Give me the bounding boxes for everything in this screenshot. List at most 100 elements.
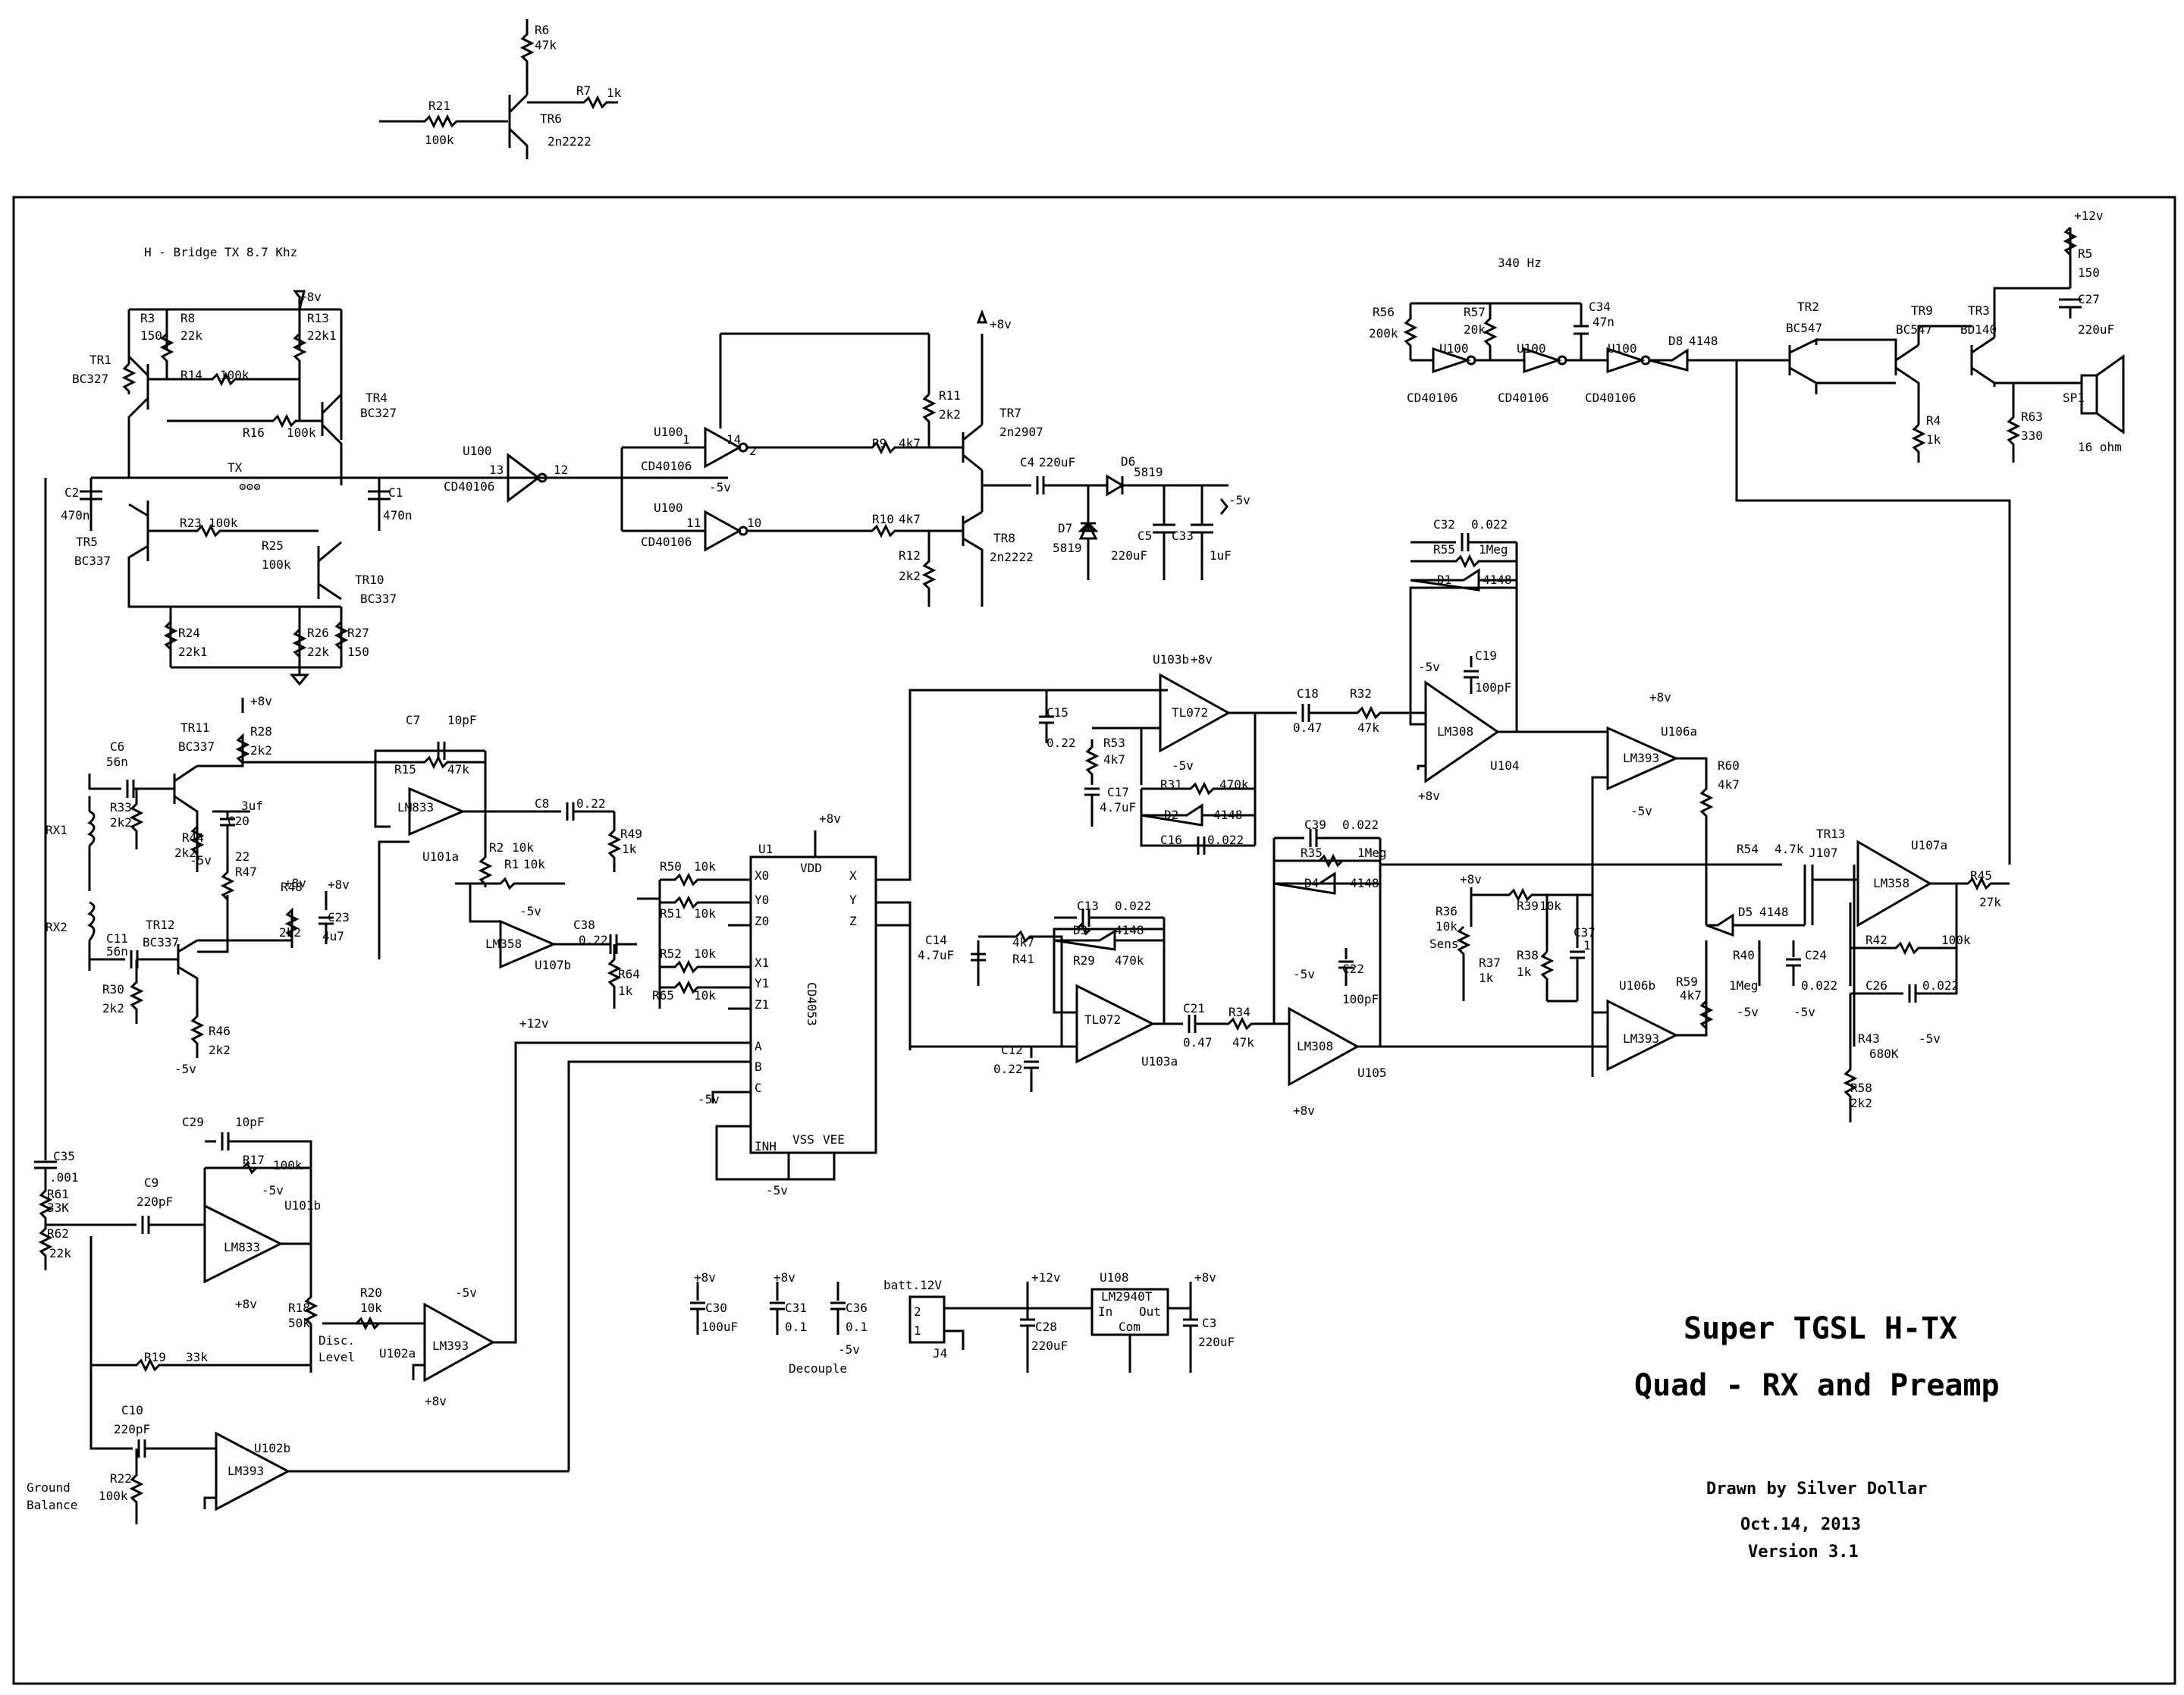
- svg-text:+8v: +8v: [1418, 789, 1440, 803]
- svg-text:LM833: LM833: [397, 800, 434, 815]
- svg-text:4148: 4148: [1115, 923, 1144, 937]
- svg-text:470n: 470n: [383, 508, 413, 523]
- svg-text:10: 10: [747, 516, 761, 530]
- svg-text:TR6: TR6: [540, 111, 562, 126]
- output-stage: LM358 U107a R45 27k R42 100k C26 0.022 R…: [1843, 838, 2010, 1122]
- svg-text:R34: R34: [1228, 1005, 1250, 1019]
- svg-text:R29: R29: [1073, 953, 1095, 968]
- svg-text:LM393: LM393: [1623, 1031, 1659, 1046]
- svg-text:R58: R58: [1850, 1081, 1872, 1095]
- svg-text:R26: R26: [307, 626, 329, 640]
- svg-text:0.022: 0.022: [1801, 978, 1837, 993]
- svg-text:U101b: U101b: [284, 1198, 321, 1213]
- svg-text:C39: C39: [1304, 818, 1326, 832]
- svg-text:C29: C29: [182, 1115, 204, 1129]
- svg-text:R59: R59: [1676, 975, 1698, 989]
- svg-text:0.022: 0.022: [1207, 833, 1244, 847]
- svg-text:2k2: 2k2: [939, 407, 961, 422]
- svg-text:LM358: LM358: [1873, 876, 1909, 890]
- svg-text:R50: R50: [660, 859, 682, 874]
- svg-text:R42: R42: [1866, 933, 1887, 947]
- svg-text:R36: R36: [1436, 904, 1458, 918]
- svg-text:C24: C24: [1805, 948, 1827, 962]
- svg-text:LM308: LM308: [1437, 724, 1473, 739]
- svg-text:B: B: [755, 1059, 762, 1074]
- svg-text:TX: TX: [228, 460, 243, 475]
- svg-text:U107a: U107a: [1911, 838, 1947, 852]
- svg-text:U108: U108: [1100, 1270, 1129, 1285]
- svg-text:R57: R57: [1464, 305, 1486, 319]
- svg-text:R35: R35: [1301, 846, 1323, 860]
- svg-text:C38: C38: [573, 918, 595, 932]
- svg-text:C27: C27: [2078, 292, 2100, 306]
- svg-text:R41: R41: [1012, 952, 1034, 966]
- svg-text:R15: R15: [394, 762, 416, 777]
- svg-text:1k: 1k: [607, 86, 622, 100]
- svg-text:U102a: U102a: [379, 1346, 416, 1361]
- version: Version 3.1: [1748, 1543, 1859, 1562]
- svg-text:R12: R12: [899, 548, 921, 563]
- svg-text:0.22: 0.22: [579, 933, 608, 947]
- svg-text:LM833: LM833: [224, 1240, 260, 1254]
- svg-text:BC337: BC337: [74, 554, 111, 568]
- svg-text:U106a: U106a: [1661, 724, 1697, 739]
- svg-text:C32: C32: [1433, 517, 1455, 532]
- svg-text:R54: R54: [1737, 842, 1759, 856]
- svg-text:2n2222: 2n2222: [548, 134, 592, 149]
- svg-text:+8v: +8v: [1649, 690, 1671, 705]
- svg-text:TR2: TR2: [1797, 300, 1819, 314]
- svg-text:-5v: -5v: [1919, 1031, 1941, 1046]
- svg-text:-5v: -5v: [455, 1285, 477, 1300]
- svg-text:R40: R40: [1733, 948, 1755, 962]
- svg-text:4148: 4148: [1213, 808, 1243, 822]
- svg-text:-5v: -5v: [174, 1062, 196, 1076]
- svg-text:1k: 1k: [1479, 971, 1494, 985]
- svg-text:10k: 10k: [694, 946, 716, 961]
- svg-text:R20: R20: [360, 1285, 382, 1300]
- svg-text:4u7: 4u7: [322, 929, 344, 943]
- svg-text:Y1: Y1: [755, 976, 769, 990]
- svg-text:LM2940T: LM2940T: [1101, 1289, 1153, 1304]
- svg-text:47k: 47k: [1232, 1035, 1254, 1050]
- svg-text:47k: 47k: [1357, 720, 1379, 735]
- svg-text:0.47: 0.47: [1183, 1035, 1213, 1050]
- svg-text:4148: 4148: [1350, 876, 1379, 890]
- svg-text:0.47: 0.47: [1293, 720, 1323, 735]
- svg-text:1: 1: [1583, 938, 1591, 953]
- lower-amp-chain: C12 0.22 4k7 R41 C14 4.7uF TL072 U103a C…: [908, 818, 1858, 1118]
- svg-text:1: 1: [914, 1323, 921, 1338]
- svg-text:+8v: +8v: [284, 876, 306, 890]
- svg-text:TR8: TR8: [993, 531, 1015, 545]
- svg-text:10k: 10k: [694, 906, 716, 921]
- svg-text:4k7: 4k7: [899, 512, 921, 526]
- disc-section: C35 .001 R61 33K R62 22k C9 220pF C29 10…: [27, 478, 569, 1524]
- svg-text:U104: U104: [1490, 758, 1520, 773]
- svg-text:C11: C11: [106, 931, 128, 946]
- svg-text:R27: R27: [347, 626, 369, 640]
- svg-text:C5: C5: [1138, 529, 1152, 543]
- osc-title: 340 Hz: [1498, 256, 1542, 270]
- svg-text:220pF: 220pF: [114, 1422, 150, 1436]
- svg-text:Balance: Balance: [27, 1498, 77, 1512]
- svg-text:16 ohm: 16 ohm: [2078, 440, 2122, 454]
- upper-amp-chain: C15 0.22 TL072 U103b +8v -5v R53 4k7 C17…: [1039, 517, 1740, 1077]
- svg-text:LM358: LM358: [485, 937, 522, 951]
- svg-text:TR3: TR3: [1968, 303, 1990, 318]
- svg-text:R8: R8: [180, 311, 195, 325]
- svg-text:R44: R44: [182, 830, 204, 845]
- svg-text:R11: R11: [939, 388, 961, 403]
- svg-text:R32: R32: [1350, 686, 1372, 701]
- svg-text:Ground: Ground: [27, 1480, 71, 1495]
- svg-text:R63: R63: [2021, 410, 2043, 424]
- svg-text:330: 330: [2021, 428, 2043, 443]
- svg-text:TR9: TR9: [1911, 303, 1933, 318]
- svg-text:+12v: +12v: [2074, 209, 2104, 223]
- svg-text:R24: R24: [178, 626, 200, 640]
- svg-text:C13: C13: [1077, 899, 1099, 913]
- svg-text:56n: 56n: [106, 944, 128, 959]
- svg-text:4k7: 4k7: [1012, 935, 1034, 950]
- svg-text:BD140: BD140: [1960, 322, 1997, 337]
- svg-text:BC547: BC547: [1786, 321, 1822, 335]
- svg-text:220uF: 220uF: [1039, 455, 1075, 469]
- svg-text:TR1: TR1: [89, 353, 111, 367]
